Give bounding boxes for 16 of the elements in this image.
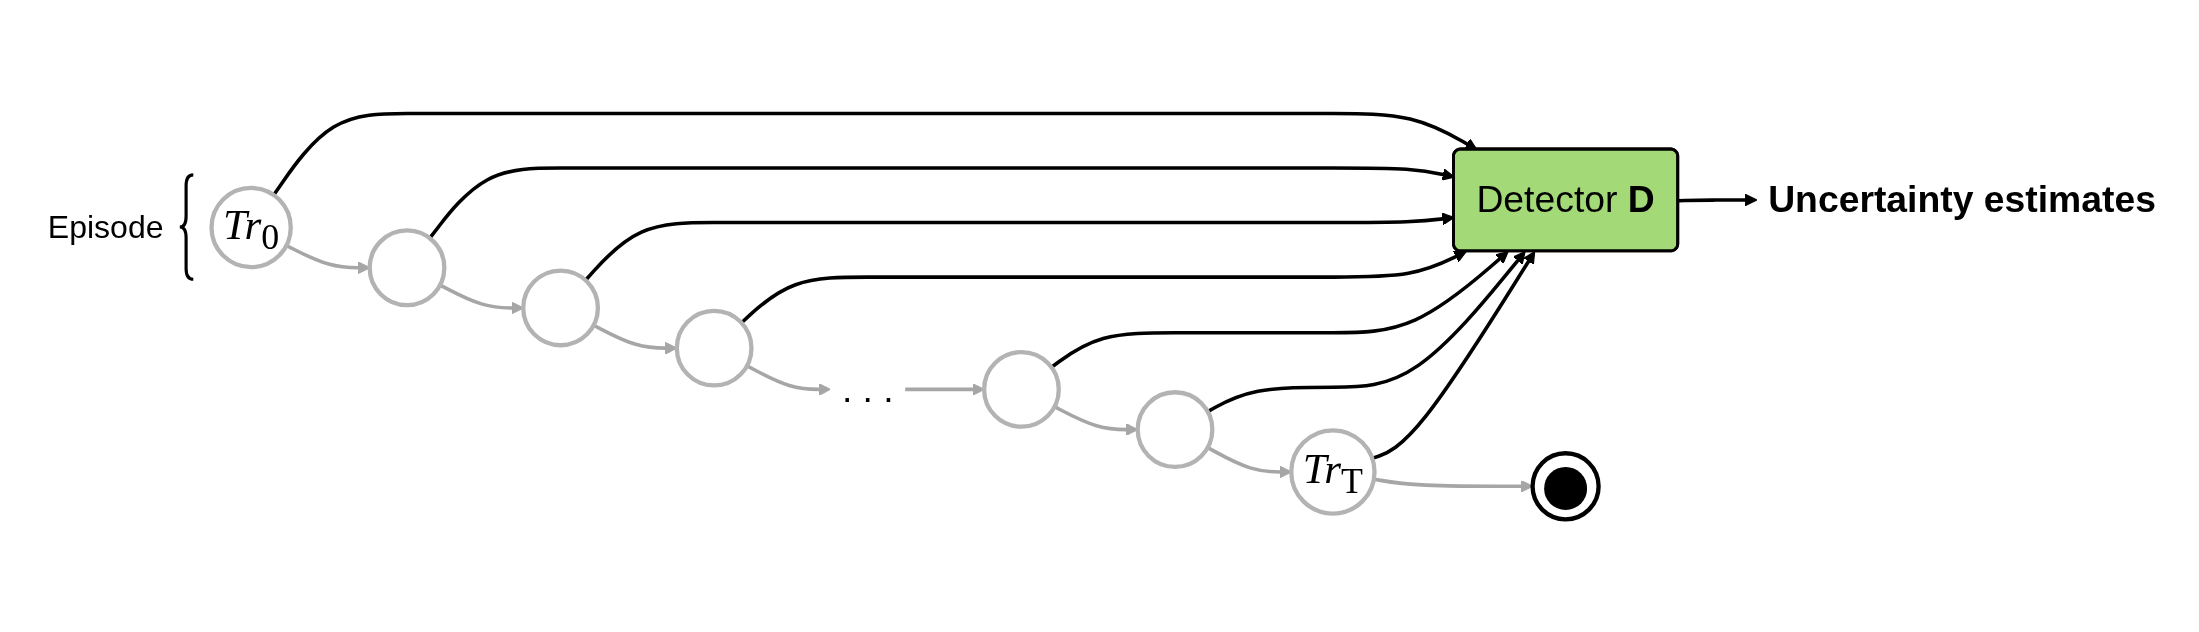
node-circle bbox=[1530, 450, 1601, 522]
arrow bbox=[746, 363, 831, 396]
node-circle bbox=[367, 227, 447, 307]
arrow bbox=[272, 111, 1478, 196]
arrow bbox=[740, 250, 1467, 324]
node-circle: Tr$_{0}$ bbox=[209, 185, 293, 269]
node-circle bbox=[982, 349, 1061, 429]
node-text: Uncertainty estimates bbox=[1768, 177, 2157, 221]
row-label: Episode bbox=[47, 208, 164, 246]
node-circle bbox=[674, 308, 754, 388]
node-circle: Tr$_{T}$ bbox=[1289, 427, 1377, 516]
node-circle bbox=[521, 268, 601, 348]
node-text: . . . bbox=[841, 366, 894, 410]
arrow bbox=[1678, 193, 1758, 206]
arrow bbox=[1050, 250, 1509, 369]
node-circle bbox=[1135, 389, 1215, 469]
